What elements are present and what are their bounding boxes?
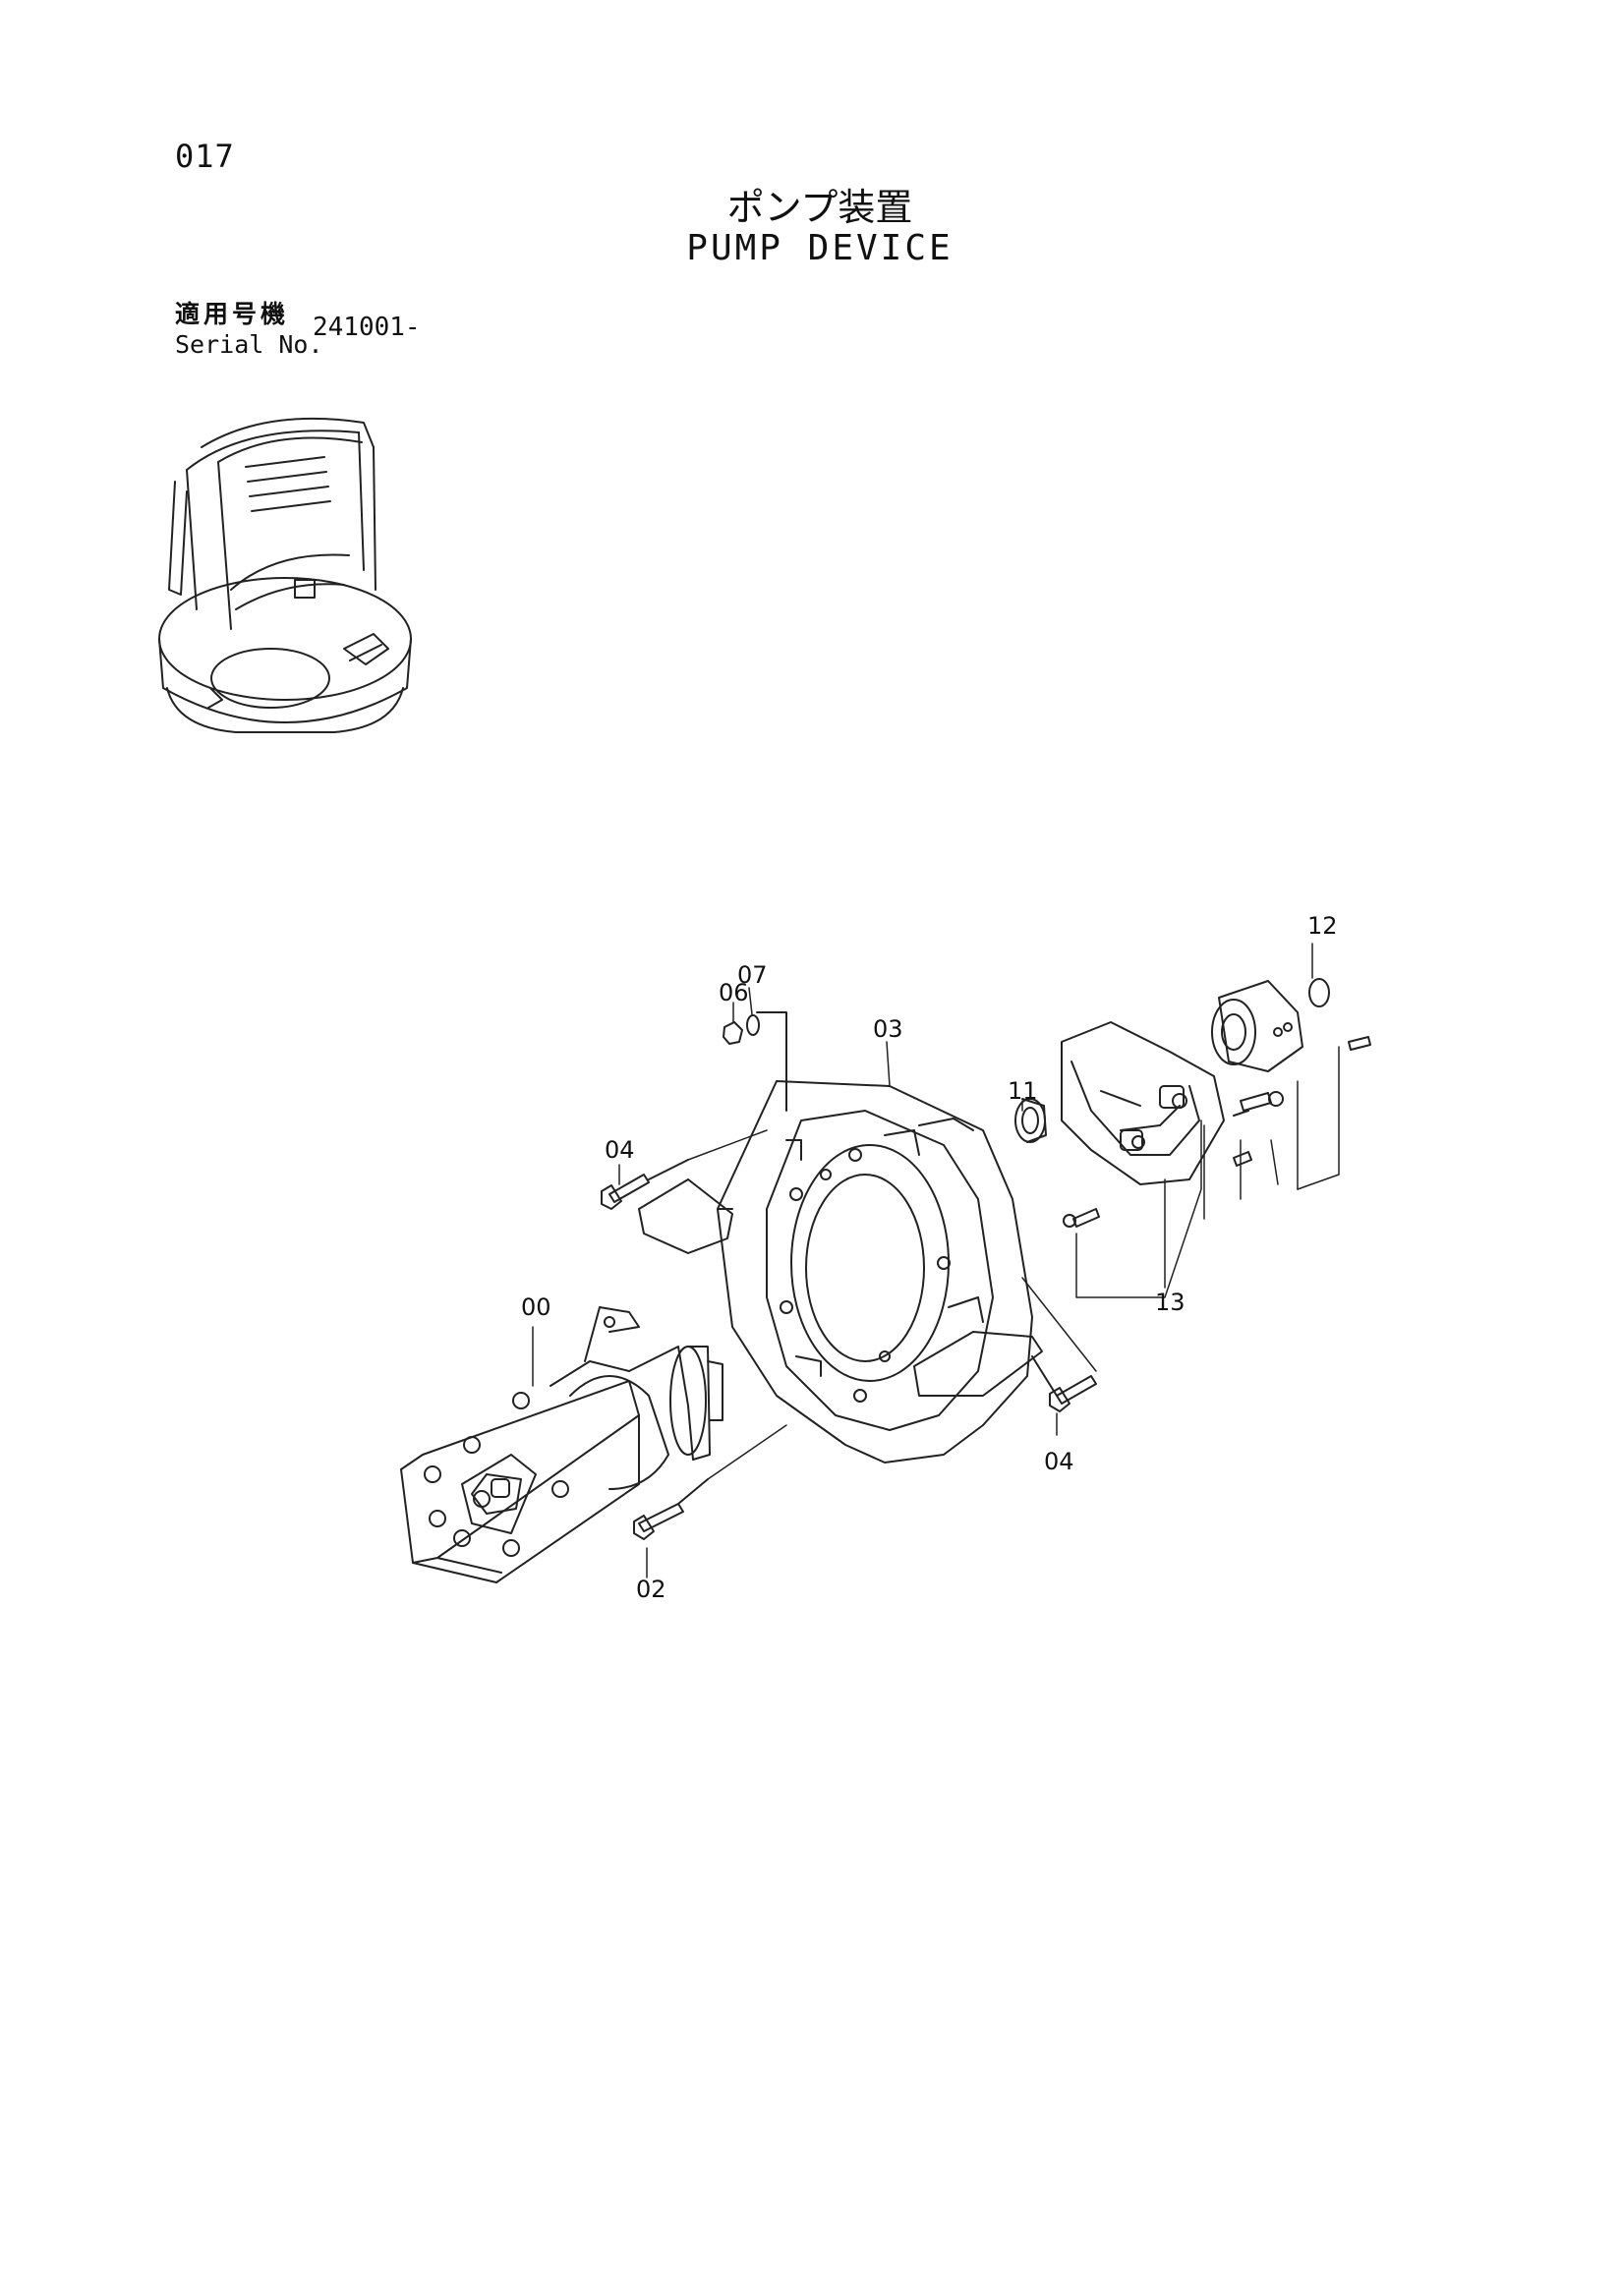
callout-12: 12 [1307, 912, 1338, 940]
bolt-04-lower [1031, 1355, 1097, 1412]
callout-06: 06 [719, 979, 749, 1006]
callout-04-lower: 04 [1044, 1448, 1074, 1475]
oil-seal-11 [1014, 1098, 1047, 1143]
bolt-04-upper [601, 1159, 689, 1210]
callout-02: 02 [636, 1576, 666, 1603]
pump-assembly-00 [400, 1306, 723, 1583]
page-title-jp: ポンプ装置 [726, 186, 913, 229]
pump-housing-03 [638, 1080, 1043, 1464]
serial-label-en: Serial No. [175, 330, 323, 359]
leader-lines [532, 943, 1340, 1578]
callout-13: 13 [1155, 1289, 1186, 1316]
serial-value: 241001- [313, 313, 421, 342]
washer-07 [746, 1014, 760, 1036]
machine-locator-illustration [158, 417, 412, 733]
callout-07: 07 [737, 961, 768, 989]
serial-label-jp: 適用号機 [175, 300, 290, 328]
hub-12 [1211, 978, 1330, 1072]
callout-04-upper: 04 [605, 1136, 635, 1164]
coupling-13 [1061, 1021, 1225, 1185]
nut-06 [723, 1021, 743, 1045]
page-number: 017 [175, 138, 235, 175]
callout-03: 03 [873, 1015, 903, 1043]
bolt-02 [633, 1478, 709, 1540]
callout-00: 00 [521, 1293, 551, 1321]
page-title-en: PUMP DEVICE [686, 228, 954, 268]
callout-11: 11 [1008, 1077, 1038, 1105]
